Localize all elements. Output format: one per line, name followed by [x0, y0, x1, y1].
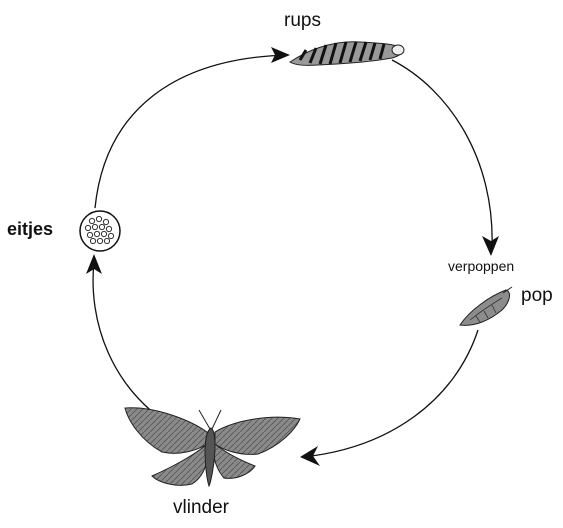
arc-eggs-to-caterpillar [95, 55, 288, 208]
butterfly-icon [125, 408, 300, 486]
pupa-icon [460, 287, 512, 325]
eggs-icon [80, 211, 120, 251]
label-pupa: pop [521, 285, 553, 307]
caterpillar-icon [290, 42, 404, 66]
label-butterfly: vlinder [173, 497, 229, 519]
arc-caterpillar-to-pupa [392, 60, 492, 248]
label-caterpillar: rups [284, 10, 321, 32]
arc-butterfly-to-eggs [93, 262, 178, 430]
arrowhead-to-butterfly [300, 446, 320, 466]
label-pupating: verpoppen [448, 258, 514, 274]
arc-pupa-to-butterfly [303, 330, 478, 457]
label-eggs: eitjes [7, 219, 53, 240]
arrowhead-to-pupa [482, 236, 499, 256]
arrowhead-to-eggs [86, 254, 102, 274]
